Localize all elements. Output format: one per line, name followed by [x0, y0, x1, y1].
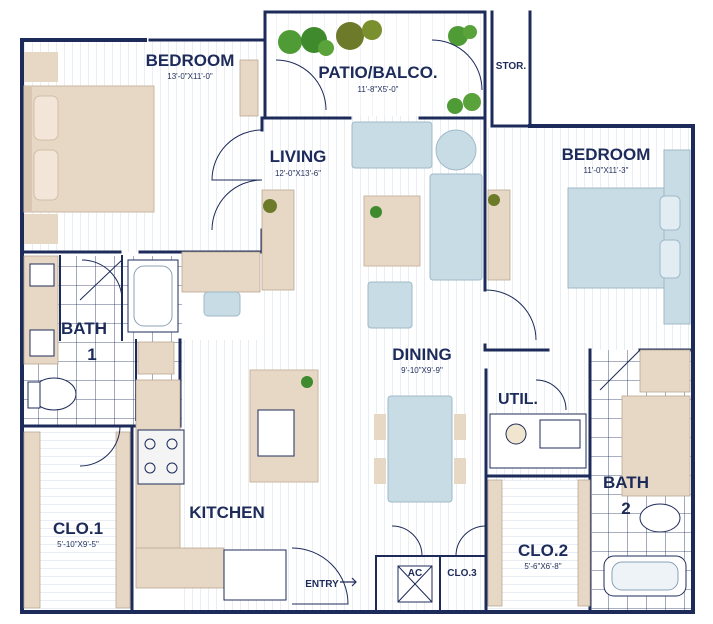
clo1-dim: 5'-10"X9'-5" [57, 540, 99, 549]
living-furniture [351, 121, 483, 329]
living-label: LIVING [270, 147, 327, 166]
util-label: UTIL. [498, 391, 538, 408]
dining-table [374, 395, 466, 503]
dining-label: DINING [392, 345, 452, 364]
bed-2 [567, 149, 691, 325]
util-fixtures [489, 413, 687, 597]
clo1-label: CLO.1 [53, 519, 103, 538]
entry-arrow-icon [340, 577, 357, 587]
bedroom1-dim: 13'-0"X11'-0" [167, 72, 213, 81]
clo2-dim: 5'-6"X6'-8" [524, 562, 561, 571]
living-dim: 12'-0"X13'-6" [275, 169, 321, 178]
bath1-label: BATH [61, 319, 107, 338]
walls [20, 10, 695, 614]
clo3-label: CLO.3 [447, 568, 477, 579]
clo2-label: CLO.2 [518, 541, 568, 560]
bath1-number: 1 [87, 345, 96, 364]
ac-cross [397, 565, 433, 603]
bedroom1-label: BEDROOM [146, 51, 235, 70]
patio-label: PATIO/BALCO. [318, 63, 437, 82]
bath2-number: 2 [621, 499, 630, 518]
plant-icon [488, 194, 500, 206]
bedroom2-label: BEDROOM [562, 145, 651, 164]
room-labels: BEDROOM 13'-0"X11'-0" PATIO/BALCO. 11'-8… [53, 51, 650, 590]
doors [79, 39, 641, 605]
dining-dim: 9'-10"X9'-9" [401, 366, 443, 375]
bath2-label: BATH [603, 473, 649, 492]
coffee-table [363, 195, 421, 267]
patio-plants [278, 20, 481, 114]
kitchen-label: KITCHEN [189, 503, 265, 522]
storage-label: STOR. [496, 61, 527, 72]
entry-label: ENTRY [305, 579, 339, 590]
ac-label: AC [408, 568, 422, 579]
desk-chair [203, 291, 241, 317]
kitchen-fixtures [137, 369, 319, 601]
bed-1 [23, 52, 155, 244]
bath-1-fixtures [27, 259, 179, 411]
bedroom2-dim: 11'-0"X11'-3" [584, 166, 629, 175]
plant-icon [370, 206, 382, 218]
plant-icon [263, 199, 277, 213]
patio-dim: 11'-8"X5'-0" [357, 85, 398, 94]
